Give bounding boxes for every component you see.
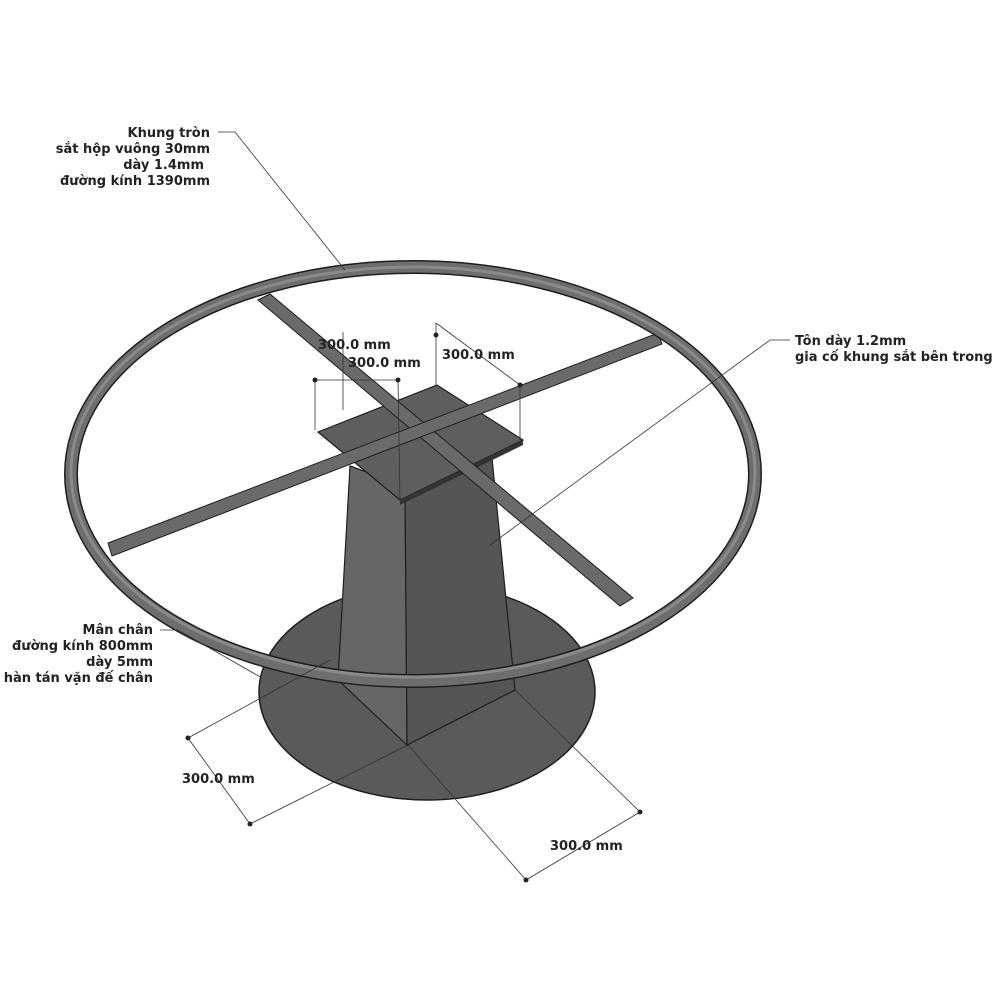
dimension-label-top-left-overlap: 300.0 mm (348, 356, 421, 371)
dimension-label-base-right: 300.0 mm (550, 839, 623, 854)
dimension-label-base-left: 300.0 mm (182, 772, 255, 787)
base-callout-line: dày 5mm (86, 655, 153, 670)
base-callout: Mân chân đường kính 800mm dày 5mm hàn tá… (4, 623, 153, 687)
cross-bar-1 (257, 293, 634, 607)
base-callout-line: Mân chân (82, 623, 153, 638)
dimension-lines (160, 131, 790, 881)
base-callout-line: hàn tán vặn đế chân (3, 671, 153, 686)
plate-callout: Tôn dày 1.2mm gia cố khung sắt bên trong (795, 334, 993, 366)
base-callout-line: đường kính 800mm (12, 639, 153, 654)
cross-bar-2 (107, 332, 663, 557)
plate-callout-line: Tôn dày 1.2mm (795, 334, 907, 349)
plate-callout-line: gia cố khung sắt bên trong (795, 350, 993, 365)
ring-callout-line: dày 1.4mm (123, 158, 204, 173)
dimension-points (185, 332, 643, 883)
ring-callout-line: sắt hộp vuông 30mm (55, 142, 210, 157)
dimension-label-top-right: 300.0 mm (442, 348, 515, 363)
ring-callout-line: Khung tròn (127, 126, 210, 141)
ring-frame-highlight (69, 265, 757, 679)
ring-callout-line: đường kính 1390mm (60, 174, 210, 189)
cross-bars (107, 293, 663, 607)
dimension-label-top-left: 300.0 mm (318, 338, 391, 353)
ring-callout: Khung tròn sắt hộp vuông 30mm dày 1.4mm … (56, 126, 210, 190)
